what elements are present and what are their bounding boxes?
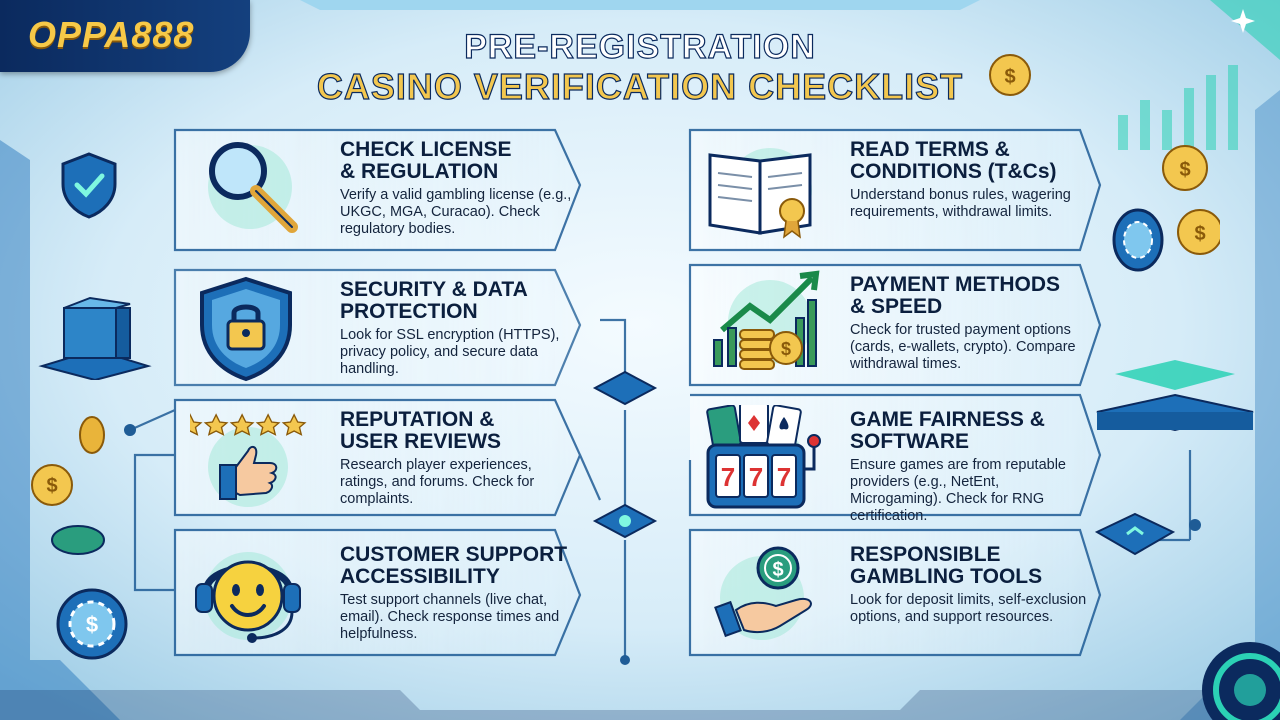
gold-coin-icon: $ xyxy=(989,54,1031,96)
item-description: Research player experiences, ratings, an… xyxy=(340,457,535,507)
item-title-line2: PROTECTION xyxy=(340,300,478,323)
thumbs-up-stars-icon xyxy=(190,413,307,507)
svg-text:7: 7 xyxy=(749,462,763,492)
item-title-line1: READ TERMS & xyxy=(850,138,1010,161)
svg-text:7: 7 xyxy=(777,462,791,492)
platform-node-icon xyxy=(1096,360,1254,432)
checklist-item-payment: $ PAYMENT METHODS& SPEED Check for trust… xyxy=(700,270,1090,382)
item-description: Look for deposit limits, self-exclusion … xyxy=(850,592,1087,625)
item-description: Understand bonus rules, wagering require… xyxy=(850,187,1071,220)
item-title-line2: GAMBLING TOOLS xyxy=(850,565,1043,588)
svg-text:$: $ xyxy=(86,612,98,637)
bar-chart-icon xyxy=(1118,65,1238,150)
brand-badge: OPPA888 xyxy=(0,0,250,72)
item-title-line1: PAYMENT METHODS xyxy=(850,273,1061,296)
hand-coin-icon: $ xyxy=(714,546,812,640)
item-title-line2: ACCESSIBILITY xyxy=(340,565,500,588)
checklist-item-license: CHECK LICENSE& REGULATION Verify a valid… xyxy=(190,135,580,247)
item-title-line1: CUSTOMER SUPPORT xyxy=(340,543,568,566)
item-title-line1: GAME FAIRNESS & xyxy=(850,408,1045,431)
node-tile-icon xyxy=(1095,512,1175,556)
svg-text:7: 7 xyxy=(721,462,735,492)
svg-text:$: $ xyxy=(1004,66,1015,88)
item-description: Test support channels (live chat, email)… xyxy=(340,592,560,642)
item-title-line2: SOFTWARE xyxy=(850,430,969,453)
item-description: Verify a valid gambling license (e.g., U… xyxy=(340,187,572,237)
headset-smiley-icon xyxy=(195,552,301,643)
item-title-line1: CHECK LICENSE xyxy=(340,138,512,161)
svg-text:$: $ xyxy=(1194,223,1205,245)
svg-text:$: $ xyxy=(781,339,791,359)
poker-chip-icon: $ xyxy=(51,525,128,660)
item-title-line2: & REGULATION xyxy=(340,160,499,183)
page-title-line2: CASINO VERIFICATION CHECKLIST xyxy=(316,65,964,107)
sparkle-icon xyxy=(1231,9,1255,33)
page-title-line1: PRE-REGISTRATION xyxy=(464,27,816,66)
corner-dial-icon xyxy=(1202,642,1280,720)
item-title-line1: REPUTATION & xyxy=(340,408,495,431)
shield-check-icon xyxy=(61,152,117,219)
coins-chart-icon: $ xyxy=(713,270,820,370)
svg-text:$: $ xyxy=(772,559,783,581)
coin-stack-icon: $ $ xyxy=(1112,145,1220,272)
item-title-line2: & SPEED xyxy=(850,295,943,318)
item-title-line2: CONDITIONS (T&Cs) xyxy=(850,160,1057,183)
brand-logo-text: OPPA888 xyxy=(28,14,195,55)
checklist-item-terms: READ TERMS &CONDITIONS (T&Cs) Understand… xyxy=(700,135,1090,247)
item-description: Look for SSL encryption (HTTPS), privacy… xyxy=(340,327,560,377)
item-description: Check for trusted payment options (cards… xyxy=(850,322,1076,372)
checklist-item-reputation: REPUTATION &USER REVIEWS Research player… xyxy=(190,405,580,517)
svg-text:$: $ xyxy=(1179,159,1190,181)
shield-lock-icon xyxy=(200,276,292,382)
gold-coin-icon: $ xyxy=(31,416,105,506)
server-cube-icon xyxy=(38,296,152,380)
magnifier-icon xyxy=(208,142,298,233)
item-description: Ensure games are from reputable provider… xyxy=(850,457,1066,524)
book-icon xyxy=(708,148,812,239)
item-title-line1: RESPONSIBLE xyxy=(850,543,1001,566)
svg-text:$: $ xyxy=(46,475,57,497)
item-title-line1: SECURITY & DATA xyxy=(340,278,528,301)
item-title-line2: USER REVIEWS xyxy=(340,430,502,453)
